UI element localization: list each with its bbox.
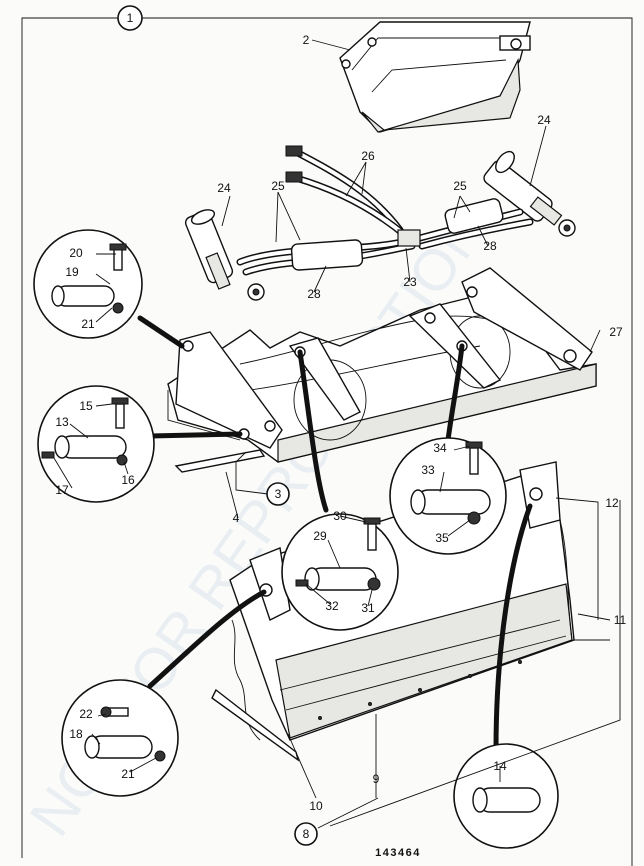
bubble-center: [281, 513, 399, 631]
callout-2: 2: [303, 33, 310, 47]
callout-21-upper: 21: [81, 317, 95, 331]
callout-10: 10: [309, 799, 323, 813]
callout-30: 30: [333, 509, 347, 523]
hydraulic-assembly: [184, 145, 576, 301]
callout-28-right: 28: [483, 239, 497, 253]
bubble-lower-left: [61, 679, 179, 797]
callout-21-lower: 21: [121, 767, 135, 781]
left-cylinder: [184, 209, 265, 301]
group-callout-circle-8: [294, 822, 318, 846]
callout-28-left: 28: [307, 287, 321, 301]
callout-11: 11: [614, 613, 627, 627]
callout-14: 14: [493, 759, 507, 773]
group-callout-8: 8: [303, 827, 310, 841]
callout-34: 34: [433, 441, 447, 455]
right-cylinder: [483, 150, 576, 237]
group-callout-1: 1: [127, 11, 134, 25]
callout-15: 15: [79, 399, 93, 413]
group-callouts: 1 3 8: [117, 5, 318, 846]
bubble-lower-right: [453, 743, 559, 849]
bucket-frame: [167, 267, 597, 473]
frame-bracket-1: [21, 17, 633, 866]
bubble-middle-left: [37, 385, 155, 503]
callout-29: 29: [313, 529, 327, 543]
bubble-upper-left: [33, 229, 143, 339]
callout-24-right: 24: [537, 113, 551, 127]
callout-22: 22: [79, 707, 93, 721]
group-callout-circle-1: [117, 5, 143, 31]
callout-13: 13: [55, 415, 69, 429]
callout-32: 32: [325, 599, 339, 613]
callout-33: 33: [421, 463, 435, 477]
callout-4: 4: [233, 511, 240, 525]
group-callout-circle-3: [266, 482, 290, 506]
bubble-center-right: [389, 437, 507, 555]
callout-9: 9: [373, 772, 380, 786]
callout-23: 23: [403, 275, 417, 289]
connector-straps: [137, 315, 533, 753]
callout-24-left: 24: [217, 181, 231, 195]
callout-20: 20: [69, 246, 83, 260]
top-bucket: [339, 21, 531, 133]
callout-35: 35: [435, 531, 449, 545]
callout-18: 18: [69, 727, 83, 741]
callout-19: 19: [65, 265, 79, 279]
callout-27: 27: [609, 325, 623, 339]
callout-26: 26: [361, 149, 375, 163]
part-callouts: 2 4 9 10 11 12 13 14 15 16 17 18 19 20 2…: [55, 33, 626, 813]
group-callout-3: 3: [275, 487, 282, 501]
leader-lines: [53, 39, 621, 829]
drawing-number: 143464: [375, 847, 421, 859]
callout-25-right: 25: [453, 179, 467, 193]
callout-31: 31: [361, 601, 375, 615]
callout-25-left: 25: [271, 179, 285, 193]
callout-16: 16: [121, 473, 135, 487]
callout-12: 12: [605, 496, 619, 510]
callout-17: 17: [55, 483, 69, 497]
